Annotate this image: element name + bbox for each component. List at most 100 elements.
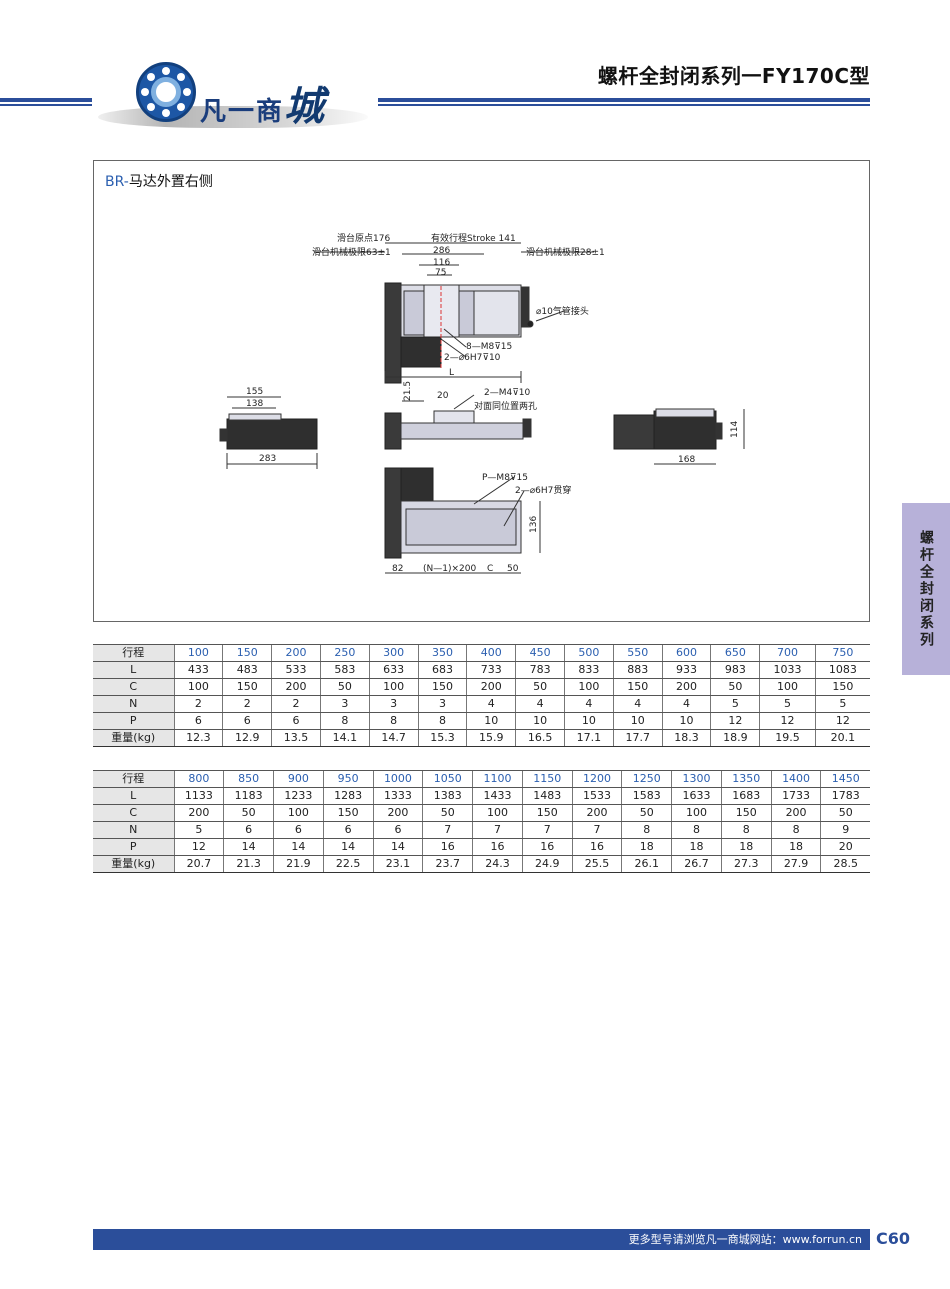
table-cell: 18	[621, 838, 672, 856]
dim-C: C	[487, 564, 493, 574]
dim-168: 168	[678, 455, 695, 465]
table-cell: 1183	[223, 787, 274, 805]
table-cell: 6	[222, 712, 272, 730]
top-view	[314, 242, 594, 384]
table-cell: 10	[612, 712, 663, 730]
table-cell: 1300	[671, 770, 722, 788]
table-cell: 1583	[621, 787, 672, 805]
dim-136: 136	[529, 516, 539, 533]
table-cell: 1683	[720, 787, 772, 805]
table-cell: 200	[173, 804, 224, 822]
table-cell: 16	[521, 838, 573, 856]
row-label: N	[93, 695, 174, 713]
table-cell: 1433	[472, 787, 523, 805]
footer-website[interactable]: 更多型号请浏览凡一商城网站：www.forrun.cn	[628, 1233, 862, 1246]
table-cell: 10	[564, 712, 614, 730]
table-cell: 20.7	[173, 855, 224, 873]
row-label: P	[93, 712, 174, 730]
label-pin-through: 2—⌀6H7贯穿	[515, 484, 571, 496]
series-side-tab[interactable]: 螺杆全封闭系列	[902, 503, 950, 675]
table-cell: 783	[515, 661, 565, 679]
table-cell: 5	[173, 821, 224, 839]
table-cell: 2	[222, 695, 272, 713]
dim-limit-left: 滑台机械极限63±1	[312, 246, 391, 258]
table-cell: 200	[372, 804, 423, 822]
table-cell: 3	[417, 695, 467, 713]
row-label: 行程	[93, 770, 174, 788]
table-cell: 6	[173, 712, 223, 730]
table-cell: 50	[515, 678, 565, 696]
table-cell: 25.5	[571, 855, 622, 873]
table-cell: 933	[661, 661, 711, 679]
dim-50: 50	[507, 564, 519, 574]
table-cell: 150	[222, 644, 272, 662]
table-cell: 200	[271, 644, 321, 662]
table-cell: 6	[273, 821, 324, 839]
row-label: C	[93, 804, 174, 822]
table-cell: 28.5	[820, 855, 870, 873]
label-m4-note: 对面同位置两孔	[474, 400, 537, 412]
table-cell: 350	[417, 644, 467, 662]
table-cell: 1450	[820, 770, 870, 788]
table-cell: 1533	[571, 787, 622, 805]
row-label: 重量(kg)	[93, 855, 174, 873]
table-cell: 15.9	[466, 729, 516, 747]
table-cell: 500	[564, 644, 614, 662]
dim-limit-right: 滑台机械极限28±1	[526, 246, 605, 258]
table-cell: 12.3	[173, 729, 223, 747]
table-cell: 4	[564, 695, 614, 713]
table-cell: 10	[466, 712, 516, 730]
brand-logo: 凡一商城	[96, 58, 378, 134]
table-cell: 100	[759, 678, 816, 696]
table-cell: 150	[720, 804, 772, 822]
table-cell: 12	[814, 712, 870, 730]
table-cell: 1133	[173, 787, 224, 805]
dim-75: 75	[435, 268, 446, 278]
label-m8: 8—M8⊽15	[466, 342, 512, 352]
table-cell: 483	[222, 661, 272, 679]
table-cell: 21.9	[273, 855, 324, 873]
table-cell: 16.5	[515, 729, 565, 747]
table-cell: 800	[173, 770, 224, 788]
table-cell: 15.3	[417, 729, 467, 747]
table-cell: 2	[173, 695, 223, 713]
table-cell: 633	[368, 661, 419, 679]
header-rule-left	[0, 98, 92, 102]
table-cell: 50	[319, 678, 370, 696]
table-cell: 150	[417, 678, 467, 696]
table-cell: 19.5	[759, 729, 816, 747]
table-cell: 22.5	[322, 855, 374, 873]
table-cell: 1283	[322, 787, 374, 805]
table-cell: 1083	[814, 661, 870, 679]
page-title: 螺杆全封闭系列一FY170C型	[597, 64, 870, 88]
table-cell: 4	[661, 695, 711, 713]
table-cell: 900	[273, 770, 324, 788]
dim-114: 114	[730, 421, 740, 438]
label-air-fitting: ⌀10气管接头	[536, 305, 589, 317]
table-cell: 100	[273, 804, 324, 822]
table-cell: 12	[759, 712, 816, 730]
table-cell: 16	[422, 838, 473, 856]
dim-286: 286	[433, 246, 450, 256]
table-cell: 50	[223, 804, 274, 822]
dim-20: 20	[437, 391, 449, 401]
dim-116: 116	[433, 258, 450, 268]
table-cell: 9	[820, 821, 870, 839]
table-cell: 18	[770, 838, 821, 856]
header-rule-right-thin	[378, 104, 870, 106]
table-cell: 1733	[770, 787, 821, 805]
row-label: 行程	[93, 644, 174, 662]
table-cell: 50	[710, 678, 760, 696]
table-cell: 1633	[671, 787, 722, 805]
table-cell: 1250	[621, 770, 672, 788]
table-cell: 1050	[422, 770, 473, 788]
table-cell: 8	[368, 712, 419, 730]
table-cell: 200	[661, 678, 711, 696]
bearing-icon	[136, 62, 196, 122]
table-cell: 23.1	[372, 855, 423, 873]
table-cell: 433	[173, 661, 223, 679]
